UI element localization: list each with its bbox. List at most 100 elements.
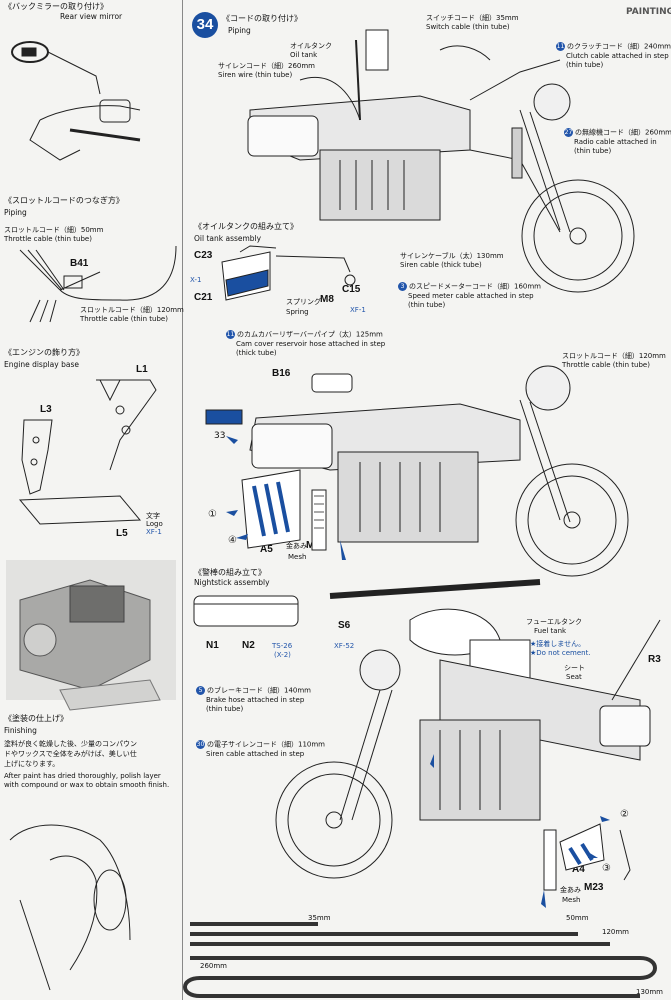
camcover-en1: Cam cover reservoir hose attached in ste… — [236, 340, 386, 348]
siren-thick-jp: サイレンケーブル（太）130mm — [400, 252, 504, 260]
part-c15: C15 — [342, 284, 361, 295]
scale-lines — [183, 922, 657, 998]
mirror-title-jp: 《バックミラーの取り付け》 — [4, 2, 108, 11]
part-l3: L3 — [40, 404, 52, 415]
clutch-cable-en2: (thin tube) — [566, 61, 604, 69]
part-m23: M23 — [306, 540, 326, 551]
mesh2-jp: 金あみ — [560, 886, 581, 894]
radio-cable-en1: Radio cable attached in — [574, 138, 657, 146]
part-n2: N2 — [242, 640, 255, 651]
part-c23: C23 — [194, 250, 213, 261]
clutch-cable-jp-text: のクラッチコード（細）240mm — [567, 42, 671, 51]
mesh2-en: Mesh — [562, 896, 581, 904]
seat-jp: シート — [564, 664, 585, 672]
scale-260: 260mm — [200, 962, 227, 970]
paint-ts26: TS-26 — [272, 642, 293, 650]
finishing-jp-2: ドやワックスで全体をみがけば、美しい仕 — [4, 750, 137, 758]
camcover-step-ref: 11 — [226, 330, 235, 339]
mirror-illustration — [11, 41, 141, 161]
spring-en: Spring — [286, 308, 309, 316]
throttle-title-jp: 《スロットルコードのつなぎ方》 — [4, 196, 124, 205]
part-l1: L1 — [136, 364, 148, 375]
mesh-jp: 金あみ — [286, 542, 307, 550]
clutch-cable-en1: Clutch cable attached in step — [566, 52, 669, 60]
callout-1: ① — [208, 509, 217, 520]
nightstick-title-jp: 《警棒の組み立て》 — [194, 568, 266, 577]
callout-3: ③ — [602, 863, 611, 874]
fueltank-jp: フューエルタンク — [526, 618, 582, 626]
speedo-cable-en1: Speed meter cable attached in step — [408, 292, 534, 300]
siren2-cable-en: Siren cable attached in step — [206, 750, 305, 758]
throttle-right-jp: スロットルコード（細）120mm — [562, 352, 666, 360]
scale-35: 35mm — [308, 914, 331, 922]
speedo-cable-en2: (thin tube) — [408, 301, 446, 309]
logo-paint: XF-1 — [146, 528, 162, 536]
siren-wire-jp: サイレンコード（細）260mm — [218, 62, 315, 70]
step-number-badge: 34 — [192, 12, 218, 38]
part-a4: A4 — [572, 864, 585, 875]
logo-jp: 文字 — [146, 512, 160, 520]
part-a5: A5 — [260, 544, 273, 555]
throttle-right-en: Throttle cable (thin tube) — [562, 361, 650, 369]
brake-step-ref: 5 — [196, 686, 205, 695]
paint-x2: (X-2) — [274, 651, 291, 659]
oil-title-en: Oil tank assembly — [194, 234, 262, 243]
callout-2: ② — [620, 809, 629, 820]
oil-tank-illustration — [221, 245, 356, 301]
display-title-jp: 《エンジンの飾り方》 — [4, 348, 84, 357]
oiltank-en: Oil tank — [290, 51, 318, 59]
callout-4: ④ — [228, 535, 237, 546]
camcover-jp-text: のカムカバーリザーバーパイプ（太）125mm — [237, 330, 383, 339]
part-b16: B16 — [272, 368, 291, 379]
throttle-cable-jp: スロットルコード（細）50mm — [4, 226, 104, 234]
hand-polish-illustration — [9, 824, 131, 991]
siren2-step-ref: 30 — [196, 740, 205, 749]
radio-step-ref: 27 — [564, 128, 573, 137]
radio-cable-jp-text: の無線機コード（細）260mm — [575, 128, 671, 137]
paint-x1: X-1 — [190, 276, 202, 284]
engine-photo — [6, 560, 176, 711]
camcover-en2: (thick tube) — [236, 349, 277, 357]
switch-cable-en: Switch cable (thin tube) — [426, 23, 510, 31]
brake-cable-en2: (thin tube) — [206, 705, 244, 713]
nocement-en: ★Do not cement. — [530, 649, 591, 657]
display-title-en: Engine display base — [4, 360, 79, 369]
oil-title-jp: 《オイルタンクの組み立て》 — [194, 222, 298, 231]
part-c21: C21 — [194, 292, 213, 303]
part-b41: B41 — [70, 258, 89, 269]
radio-cable-en3: (thin tube) — [574, 147, 612, 155]
clutch-step-ref: 11 — [556, 42, 565, 51]
throttle-cable-en: Throttle cable (thin tube) — [4, 235, 92, 243]
throttle-title-en: Piping — [4, 208, 27, 217]
display-stand-illustration — [18, 379, 157, 525]
paint-xf1: XF-1 — [350, 306, 366, 314]
finishing-title-jp: 《塗装の仕上げ》 — [4, 714, 68, 723]
nightstick-title-en: Nightstick assembly — [194, 578, 270, 587]
callout-33: 33 — [214, 431, 226, 441]
scale-120: 120mm — [602, 928, 629, 936]
siren-wire-en: Siren wire (thin tube) — [218, 71, 293, 79]
speedo-step-ref: 3 — [398, 282, 407, 291]
finishing-en-1: After paint has dried thoroughly, polish… — [4, 772, 161, 780]
column-divider — [182, 0, 183, 1000]
scale-50: 50mm — [566, 914, 589, 922]
part-n1: N1 — [206, 640, 219, 651]
fueltank-en: Fuel tank — [534, 627, 567, 635]
part-m23-lower: M23 — [584, 882, 604, 893]
scale-130: 130mm — [636, 988, 663, 996]
mesh-en: Mesh — [288, 553, 307, 561]
part-r3: R3 — [648, 654, 661, 665]
speedo-cable-jp-text: のスピードメーターコード（細）160mm — [409, 282, 541, 291]
step-title-jp: 《コードの取り付け》 — [222, 14, 302, 23]
spring-jp: スプリング — [286, 298, 321, 306]
switch-cable-jp: スイッチコード（細）35mm — [426, 14, 519, 22]
nightstick-illustration — [193, 579, 541, 627]
siren-thick-en: Siren cable (thick tube) — [400, 261, 482, 269]
finishing-title-en: Finishing — [4, 726, 37, 735]
brake-cable-jp-text: のブレーキコード（細）140mm — [207, 686, 311, 695]
